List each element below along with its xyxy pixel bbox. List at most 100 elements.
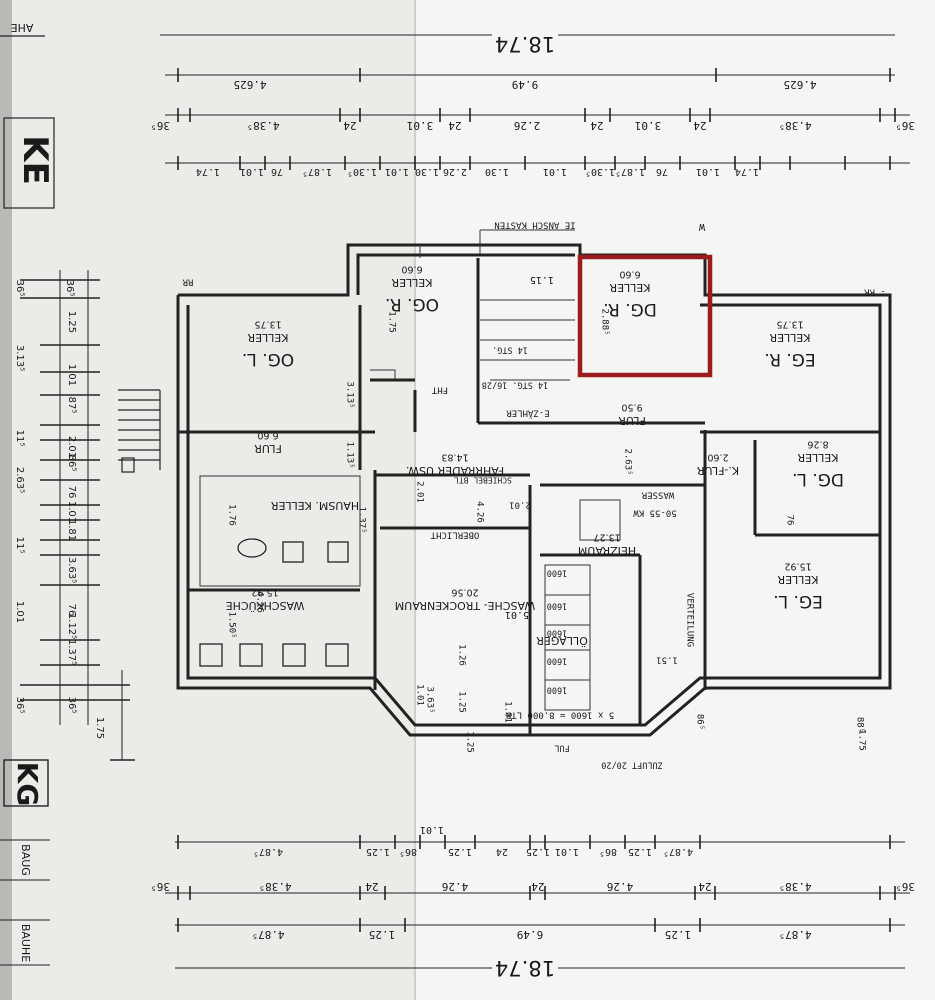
laundry-fixtures [199,538,349,667]
total-dimension-top: 18.74 [495,32,555,56]
room-area: 6.60 [619,269,640,280]
annotation-verteilung: VERTEILUNG [685,593,695,647]
dimension-label: 4.26 [607,880,634,893]
dimension-label: 24 [448,119,462,132]
room-tag: EG. L. [773,591,823,611]
room-name: KELLER [247,331,288,344]
annotation-fenster: FUL [554,743,569,753]
room-label: ÖLLAGER [536,634,588,647]
annotation-zuluft: ZULUFT 20/20 [601,760,662,770]
annotation-tank: 5 x 1600 = 8.000 LTR [505,710,614,720]
room-name: KELLER [769,331,810,344]
dimension-label: 36⁵ [895,880,915,893]
room-area: 9.50 [621,402,642,413]
dimension-label: 1.74 [735,166,759,177]
dimension-label: 76 [271,166,283,177]
stamp-left-mid: BAUG [19,844,32,876]
room-dimension: 1.01 [415,684,425,706]
room-tag: EG. R. [764,349,815,369]
annotation-schiebel: SCHIEBEL BTL [454,476,512,485]
dimension-label: 24 [343,119,357,132]
room-dimension: 4.26 [475,501,485,523]
room-dimension: 1.25 [457,691,467,713]
dimension-label: 1.25 [665,928,692,941]
dimension-label: 86⁵ [399,846,417,857]
room-name: K.-FLUR [697,464,740,477]
room-tag: DG. L. [792,469,844,489]
room-dimension: 88⁵ [855,717,865,733]
dimension-label: 1.30⁵ [585,166,615,177]
dimension-label: 4.38⁵ [258,880,291,893]
dimension-label: 36⁵ [66,697,77,714]
dimension-label: 1.25 [369,928,396,941]
room-label: FAHRRÄDER USW.14.83 [406,452,504,478]
dimension-label: 3.01 [407,119,434,132]
room-dimension: 2.88⁵ [600,308,610,335]
room-area: 8.26 [807,439,828,450]
room-name: FLUR [618,414,646,427]
annotation-kw: 50-55 KW [633,508,677,518]
room-dimension: 2.01 [415,481,425,503]
dimension-label: 1.01 [66,364,77,386]
total-dimension-bottom: 18.74 [495,956,555,980]
dimension-label: 1.25 [628,846,652,857]
paper-left-edge [0,0,12,1000]
dimension-label: 4.87⁵ [663,846,693,857]
dimension-label: 36⁵ [150,119,170,132]
annotation-w: W [698,221,705,232]
dimension-label: 11⁵ [14,430,25,447]
tank-capacity: 1600 [547,601,567,611]
room-dimension: 2.63⁵ [623,448,633,475]
dimension-label: 36⁵ [14,697,25,714]
room-name: KELLER [609,281,650,294]
room-name: FAHRRÄDER USW. [406,464,504,477]
dimension-label: 4.26 [442,880,469,893]
dimension-label: 4.38⁵ [778,119,811,132]
dimension-label: 6.49 [517,928,544,941]
room-area: 20.56 [451,587,478,598]
dimension-label: 1.87⁵ [615,166,645,177]
room-tag: OG. R. [385,294,439,314]
dimension-label: 2.01 [66,436,77,458]
tank-capacity: 1600 [547,568,567,578]
total-width-top: 18.74 [492,27,558,59]
dimension-label: 36⁵ [14,280,25,297]
dimension-label: 1.01 [696,166,720,177]
annotation-rr2: - RR [864,287,886,297]
building-walls [176,243,892,737]
annotation-zahler: E-ZÄHLER [506,408,550,419]
annotation-rr: RR [182,277,193,287]
room-area: 13.27 [593,532,620,543]
room-dimension: 1.50⁵ [227,611,237,638]
dimension-label: 86⁵ [599,846,617,857]
dimension-label: 76 [66,604,77,617]
dimension-label: 1.01 [385,166,409,177]
room-area: 15.92 [251,587,278,598]
dimension-label: 1.01 [240,166,264,177]
dimension-label: 1.01 [14,601,25,623]
room-area: 6.60 [401,264,422,275]
dimension-label: 3.63⁵ [66,557,77,583]
dimension-label: 24 [590,119,604,132]
room-dimension: 1.76 [227,504,237,526]
tank-capacity: 1600 [547,628,567,638]
annotation-dim_501: 5.01 [505,609,529,620]
dimension-label: 3.13⁵ [14,345,25,371]
tank-capacity: 1600 [547,685,567,695]
dimension-label: 4.38⁵ [778,880,811,893]
dimension-label: 2.26 [443,166,467,177]
dimension-label: 4.87⁵ [251,928,284,941]
dimension-label: 1.81 [66,519,77,541]
dimension-label: 36⁵ [150,880,170,893]
dimension-label: 4.38⁵ [246,119,279,132]
dimension-label: 11⁵ [14,537,25,554]
room-area: 13.75 [254,319,281,330]
room-dimension: 3.63⁵ [425,686,435,713]
